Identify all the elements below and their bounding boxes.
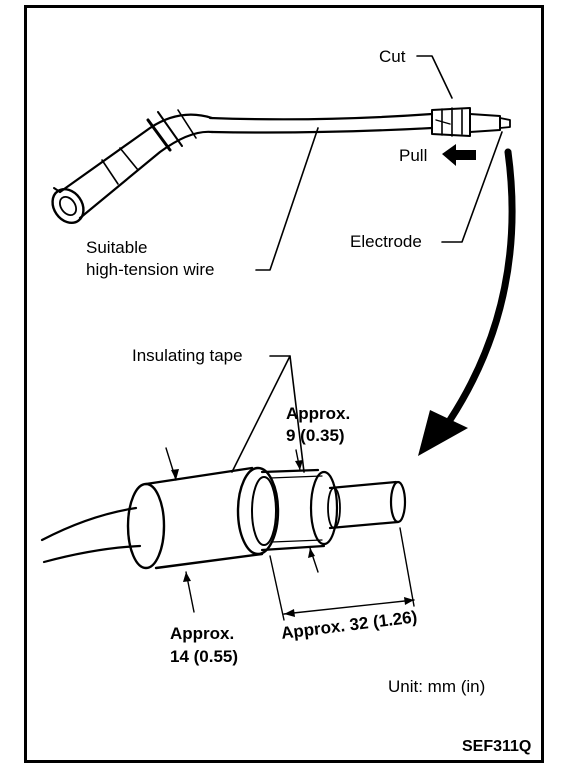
figure-code-label: SEF311Q — [462, 738, 532, 755]
dim-9-arrowhead-upper — [295, 460, 303, 470]
insulating-tape-leader-2 — [289, 355, 305, 473]
approx-9-label-line2: 9 (0.35) — [286, 426, 345, 445]
dim-32-arrowhead-right — [404, 597, 414, 605]
wire-label-line1: Suitable — [86, 238, 148, 257]
dim-32-extension-right — [399, 527, 415, 607]
pull-arrow-icon — [442, 144, 476, 166]
figure-frame — [24, 5, 544, 763]
wire-leader-line — [255, 127, 319, 271]
dim-14-arrowhead-lower — [183, 572, 191, 582]
connecting-arrow-head — [418, 410, 468, 456]
dim-32-arrowhead-left — [284, 609, 295, 617]
cut-label: Cut — [379, 47, 406, 66]
dim-14-arrowhead-upper — [171, 469, 179, 480]
unit-label: Unit: mm (in) — [388, 677, 486, 696]
high-tension-wire-illustration — [51, 107, 511, 224]
wire-label-line2: high-tension wire — [86, 260, 215, 279]
insulating-tape-label: Insulating tape — [132, 346, 243, 365]
connecting-arrow-shaft — [446, 148, 516, 424]
approx-14-label-line2: 14 (0.55) — [170, 647, 239, 666]
electrode-label: Electrode — [350, 232, 422, 251]
approx-9-label-line1: Approx. — [286, 404, 351, 423]
dim-32-extension-left — [269, 555, 285, 621]
dim-32-dimension-line — [283, 599, 415, 615]
insulating-tape-leader — [231, 355, 291, 473]
electrode-leader-line — [441, 131, 503, 243]
electrode-detail-illustration — [40, 466, 407, 570]
approx-14-label-line1: Approx. — [170, 624, 235, 643]
pull-label: Pull — [399, 146, 428, 165]
dim-9-arrowhead-lower — [308, 548, 315, 558]
cut-leader-line — [416, 55, 453, 99]
